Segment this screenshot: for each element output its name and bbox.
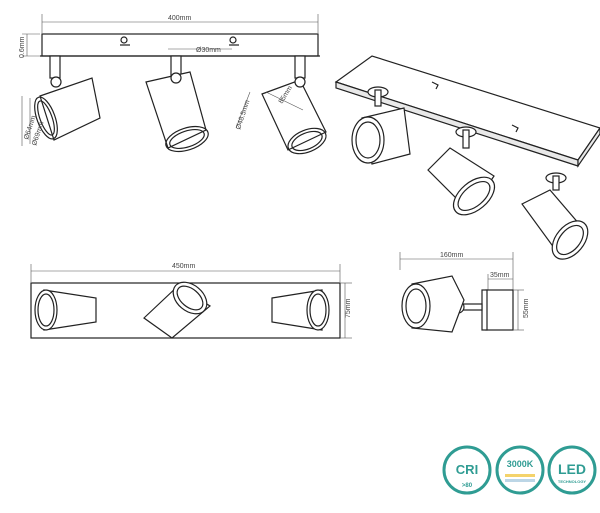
isometric-view [334,55,600,260]
stem-right [294,55,306,79]
top-view: 400mm 0.6mm Ø30mm Ø64mm Ø69mm [19,14,327,155]
spot-diameter-label: Ø48.5mm [235,99,251,131]
side-view: 160mm 35mm 55mm [399,252,530,333]
top-width-label: 400mm [168,15,192,22]
cri-sub: >80 [462,483,473,489]
mounting-plate [41,33,319,57]
screw-icon [511,124,519,133]
badge-3000k: 3000K [495,445,545,495]
pole-diameter-label: Ø30mm [196,47,221,54]
led-sub: TECHNOLOGY [558,479,587,484]
front-height-label: 75mm [345,298,352,318]
front-width-label: 450mm [172,263,196,270]
screw-icon [431,81,439,90]
side-base [485,289,514,331]
cri-text: CRI [456,462,478,477]
spotlight-left [34,76,101,141]
front-spotlight-middle [143,281,212,339]
front-spotlight-left [34,289,97,331]
iso-spotlight-2 [427,147,496,216]
front-view: 450mm 75mm [30,263,352,339]
iso-spotlight-1 [351,107,411,165]
side-height-label: 55mm [523,298,530,318]
plate-height-label: 0.6mm [19,36,26,58]
kelvin-text: 3000K [507,459,534,469]
screw-icon [120,36,128,44]
badge-cri: CRI >80 [442,445,492,495]
side-spotlight [401,275,465,333]
badge-led: LED TECHNOLOGY [547,445,597,495]
iso-spotlight-3 [521,189,589,260]
stem-left [49,55,61,79]
spotlight-middle [145,71,209,153]
screw-icon [229,36,237,44]
led-text: LED [558,461,586,477]
side-depth-label: 160mm [440,252,464,259]
front-spotlight-right [271,289,330,331]
side-base-label: 35mm [490,272,510,279]
spotlight-right [261,76,327,155]
